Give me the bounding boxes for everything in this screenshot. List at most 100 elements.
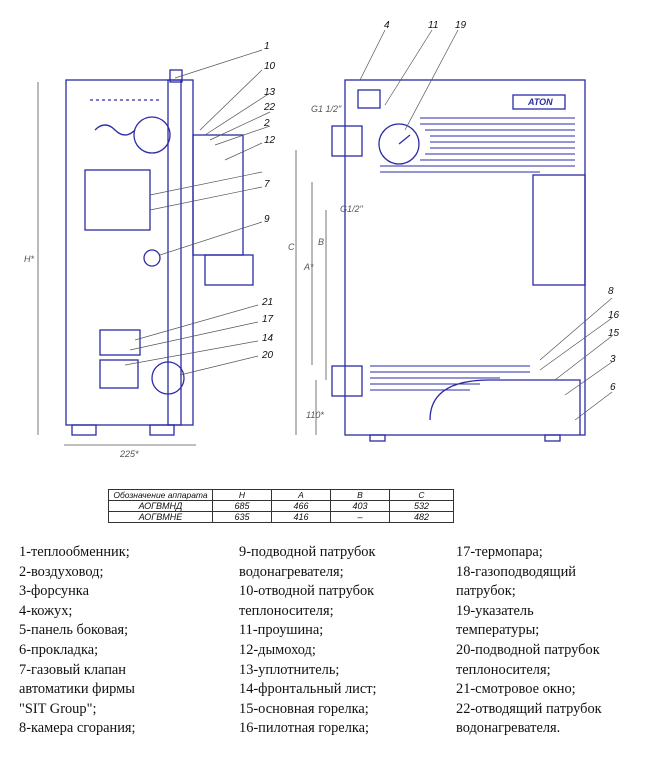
legend-item: 2-воздуховод; — [19, 563, 104, 580]
boiler-drawing: H* 225* 1 10 13 22 2 12 7 9 21 17 14 20 — [24, 20, 620, 459]
callout-8: 8 — [608, 286, 614, 297]
table-cell: 466 — [271, 500, 331, 512]
legend-item: температуры; — [456, 622, 540, 639]
legend-item: водонагревателя. — [456, 720, 561, 737]
legend-item: "SIT Group"; — [19, 700, 97, 717]
side-dim-width: 225* — [119, 449, 139, 459]
side-foot-right — [149, 424, 175, 436]
table-header: B — [330, 489, 390, 501]
table-cell: 635 — [212, 511, 272, 523]
legend-item: 5-панель боковая; — [19, 622, 129, 639]
callout-16: 16 — [608, 310, 620, 321]
callout-1: 1 — [264, 41, 270, 52]
legend-item: 14-фронтальный лист; — [239, 681, 377, 698]
side-leaders — [124, 49, 271, 376]
front-side-panel — [532, 174, 586, 286]
legend-column-1: 1-теплообменник; 2-воздуховод; 3-форсунк… — [19, 543, 136, 739]
legend-item: 7-газовый клапан — [19, 661, 126, 678]
side-flue-lower — [204, 254, 254, 286]
front-dim-base: 110* — [306, 410, 324, 420]
callout-7: 7 — [264, 179, 270, 190]
table-header: H — [212, 489, 272, 501]
legend-item: 21-смотровое окно; — [456, 681, 576, 698]
legend-item: 13-уплотнитель; — [239, 661, 340, 678]
callout-11: 11 — [428, 20, 438, 31]
side-heat-exchanger-port — [133, 116, 171, 154]
callout-6: 6 — [610, 382, 616, 393]
front-brand-plate — [512, 94, 566, 110]
legend-item: 4-кожух; — [19, 602, 73, 619]
side-burner-block — [99, 359, 139, 389]
callout-10: 10 — [264, 61, 276, 72]
legend-item: теплоносителя; — [239, 602, 334, 619]
side-casing — [65, 79, 182, 426]
front-label-top-pipe: G1 1/2" — [311, 104, 342, 114]
side-coil — [94, 124, 136, 136]
side-window — [99, 329, 141, 356]
callout-12: 12 — [264, 135, 276, 146]
callout-9: 9 — [264, 214, 270, 225]
callout-19: 19 — [455, 20, 467, 31]
table-cell: – — [330, 511, 390, 523]
table-cell: 416 — [271, 511, 331, 523]
callout-20: 20 — [261, 350, 274, 361]
table-cell: 403 — [330, 500, 390, 512]
table-header: A — [271, 489, 331, 501]
front-dim-a: A* — [303, 262, 314, 272]
side-foot-left — [71, 424, 97, 436]
legend-item: 17-термопара; — [456, 544, 543, 560]
front-burner — [429, 379, 581, 435]
front-thermometer — [378, 123, 420, 165]
front-brand: ATON — [527, 97, 553, 107]
table-cell: АОГВМНД — [108, 500, 213, 512]
front-foot-left — [369, 434, 386, 442]
legend-item: 11-проушина; — [239, 622, 324, 639]
legend-item: 3-форсунка — [19, 583, 89, 600]
legend-item: 10-отводной патрубок — [239, 583, 375, 600]
legend-item: 6-прокладка; — [19, 641, 99, 658]
callout-3: 3 — [610, 354, 616, 365]
legend-item: 16-пилотная горелка; — [239, 720, 370, 737]
callout-22: 22 — [263, 102, 276, 113]
front-vents-bottom — [370, 365, 530, 391]
callout-15: 15 — [608, 328, 620, 339]
legend-column-3: 17-термопара; 18-газоподводящий патрубок… — [456, 543, 602, 739]
front-logo-plate — [357, 89, 381, 109]
front-view — [331, 79, 586, 442]
front-bottom-pipe — [331, 365, 363, 397]
table-cell: 685 — [212, 500, 272, 512]
legend-item: 9-подводной патрубок — [239, 544, 376, 560]
callout-21: 21 — [261, 297, 273, 308]
legend-item: водонагревателя; — [239, 563, 344, 580]
front-dim-b: B — [318, 237, 324, 247]
front-vents-top — [380, 117, 575, 173]
legend-item: теплоносителя; — [456, 661, 551, 678]
table-header-row: Обозначение аппарата H A B C — [108, 489, 454, 501]
side-flue — [192, 134, 244, 256]
table-cell: АОГВМНЕ — [108, 511, 213, 523]
table-header: Обозначение аппарата — [108, 489, 213, 501]
legend-item: 15-основная горелка; — [239, 700, 369, 717]
table-header: C — [389, 489, 454, 501]
front-top-pipe — [331, 125, 363, 157]
table-cell: 532 — [389, 500, 454, 512]
front-label-mid-pipe: G1/2" — [340, 204, 364, 214]
legend-column-2: 9-подводной патрубок водонагревателя; 10… — [239, 543, 377, 739]
callout-2: 2 — [263, 118, 270, 129]
side-view — [65, 69, 254, 436]
front-dimensions — [295, 150, 327, 435]
side-dimensions — [37, 82, 196, 446]
side-pipe-20 — [151, 361, 185, 395]
side-gas-valve — [84, 169, 151, 231]
legend-item: 22-отводящий патрубок — [456, 700, 602, 717]
table-row: АОГВМНД 685 466 403 532 — [108, 500, 454, 512]
callout-17: 17 — [262, 314, 274, 325]
callout-13: 13 — [264, 87, 276, 98]
side-dim-height: H* — [24, 254, 34, 264]
legend-item: 19-указатель — [456, 602, 534, 619]
legend-item: 20-подводной патрубок — [456, 641, 600, 658]
callout-4: 4 — [384, 20, 390, 31]
legend-item: 8-камера сгорания; — [19, 720, 136, 737]
dimension-table: Обозначение аппарата H A B C АОГВМНД 685… — [108, 489, 454, 523]
legend-item: 18-газоподводящий — [456, 563, 576, 580]
